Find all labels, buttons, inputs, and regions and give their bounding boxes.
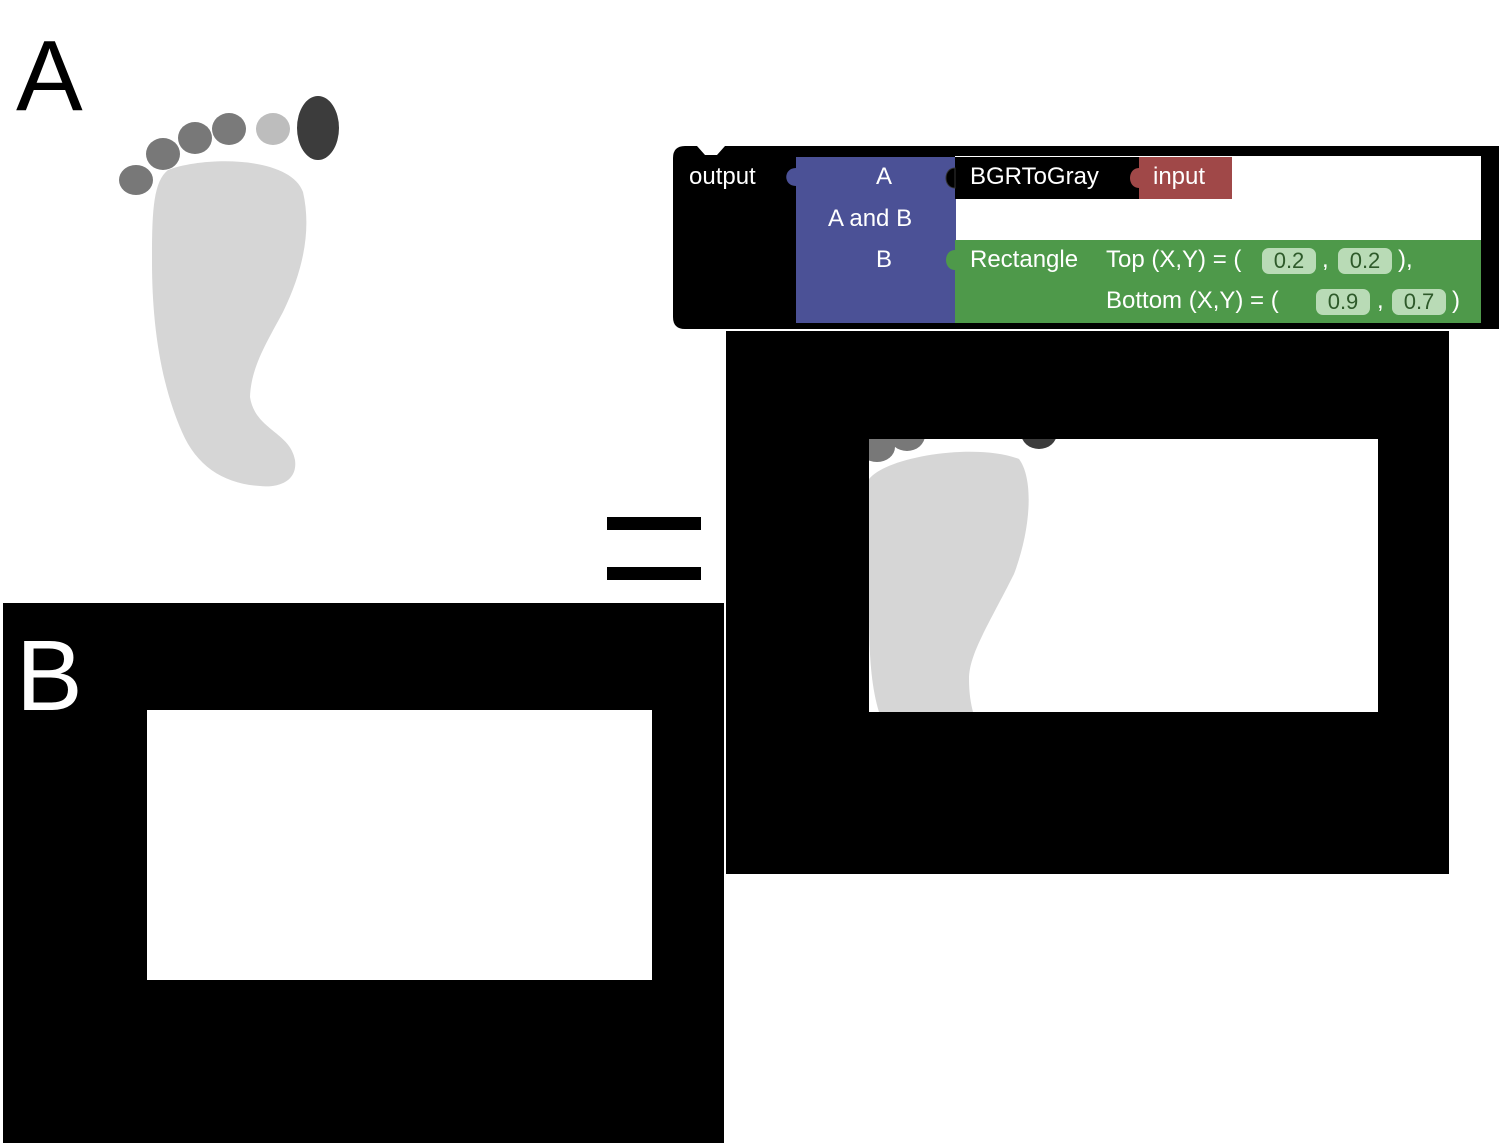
rectangle-top-label: Top (X,Y) = ( (1106, 246, 1242, 273)
foot-sole (152, 161, 307, 487)
toe-5 (256, 113, 290, 145)
and-block-shape (796, 157, 956, 323)
mask-rectangle (147, 710, 652, 980)
rectangle-block-connector (946, 250, 955, 270)
toe-2 (146, 138, 180, 170)
bottom-x-field[interactable]: 0.9 (1316, 289, 1370, 315)
output-label: output (689, 163, 756, 190)
result-window (869, 439, 1378, 712)
top-x-field[interactable]: 0.2 (1262, 248, 1316, 274)
input-block-shape (1139, 157, 1232, 199)
and-input-a-label: A (876, 163, 893, 190)
rectangle-block-label[interactable]: Rectangle (970, 246, 1079, 273)
foot-image (119, 96, 339, 487)
cropped-toe-2 (889, 439, 925, 451)
block-program[interactable]: output A A and B B BGRToGray input Recta… (673, 146, 1499, 329)
cropped-toe-1 (869, 439, 895, 462)
panel-label-b: B (16, 620, 83, 732)
equals-bar-bottom (607, 567, 701, 580)
top-y-field[interactable]: 0.2 (1338, 248, 1392, 274)
toe-4 (212, 113, 246, 145)
and-block-connector (786, 168, 796, 186)
cropped-toe-3 (1022, 439, 1056, 449)
equals-bar-top (607, 517, 701, 530)
bottom-y-field[interactable]: 0.7 (1392, 289, 1446, 315)
bgr-block-connector (945, 167, 956, 189)
bottom-close: ) (1452, 287, 1460, 314)
rectangle-bottom-label: Bottom (X,Y) = ( (1106, 287, 1279, 314)
toe-big (297, 96, 339, 160)
input-block-label[interactable]: input (1153, 163, 1206, 190)
toe-1 (119, 165, 153, 195)
bottom-comma: , (1377, 287, 1384, 314)
toe-3 (178, 122, 212, 154)
bgr-to-gray-label[interactable]: BGRToGray (970, 163, 1099, 190)
input-block-connector (1130, 168, 1139, 188)
top-close: ), (1398, 246, 1413, 273)
and-block-title[interactable]: A and B (828, 205, 913, 232)
cropped-foot (869, 439, 1056, 712)
panel-label-a: A (16, 20, 83, 132)
block-shapes (673, 146, 1499, 329)
cropped-foot-sole (869, 451, 1029, 712)
top-comma: , (1322, 246, 1329, 273)
and-input-b-label: B (876, 246, 893, 273)
bgr-block-shape (955, 157, 1140, 199)
